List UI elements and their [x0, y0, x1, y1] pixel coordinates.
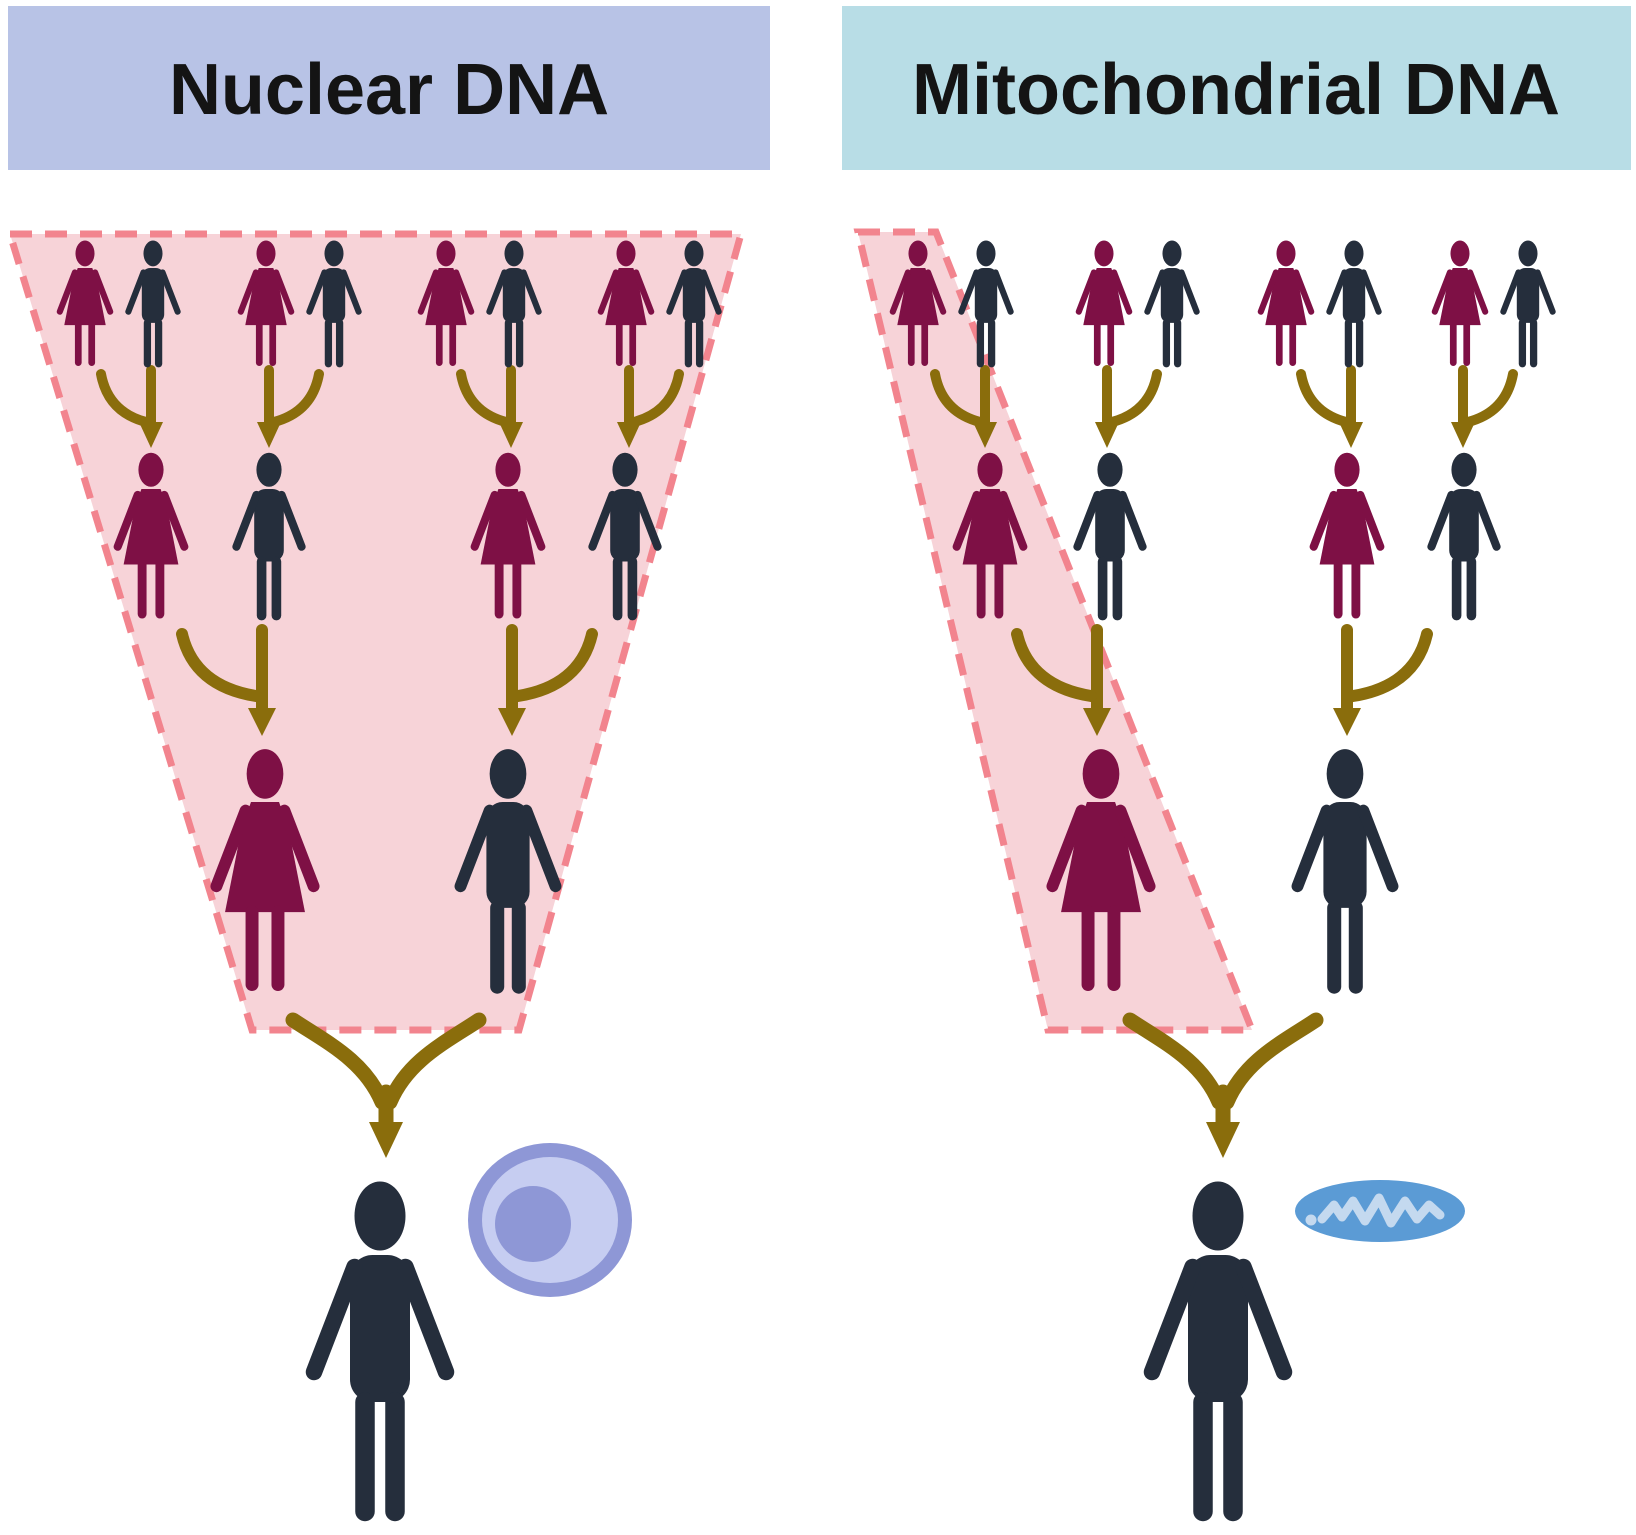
nuclear-header-bar — [8, 6, 770, 170]
inheritance-arrow — [293, 1020, 479, 1158]
female-figure — [1314, 453, 1381, 614]
male-figure — [1147, 241, 1196, 364]
inheritance-arrow — [1301, 370, 1363, 448]
nuclear-inheritance-region — [5, 230, 746, 1034]
mitochondrial-header-bar — [842, 6, 1631, 170]
offspring-figure — [314, 1182, 446, 1512]
cell-nucleus — [495, 1186, 571, 1262]
mitochondrion-icon — [1295, 1180, 1465, 1242]
father-figure — [1297, 749, 1392, 987]
male-figure — [1431, 453, 1496, 616]
mitochondrial-panel-header: Mitochondrial DNA — [842, 6, 1631, 170]
nuclear-panel-header: Nuclear DNA — [8, 6, 770, 170]
mitochondrion-cristae-dot — [1305, 1214, 1317, 1226]
nuclear-panel-title: Nuclear DNA — [169, 50, 609, 130]
female-figure — [1435, 241, 1485, 363]
male-figure — [1503, 241, 1552, 364]
mitochondrion-cristae — [1317, 1193, 1445, 1228]
female-figure — [1261, 241, 1311, 363]
female-figure — [1079, 241, 1129, 363]
male-figure — [1077, 453, 1142, 616]
inheritance-arrow — [1333, 630, 1427, 736]
mitochondrion-body — [1295, 1180, 1465, 1242]
offspring-figure — [1152, 1182, 1284, 1512]
mitochondrial-panel-title: Mitochondrial DNA — [912, 50, 1560, 130]
maternal-line-region — [853, 228, 1258, 1034]
inheritance-arrow — [1130, 1020, 1316, 1158]
cell-icon — [468, 1143, 632, 1297]
inheritance-arrow — [1451, 370, 1513, 448]
male-figure — [1329, 241, 1378, 364]
inheritance-arrow — [1095, 370, 1157, 448]
